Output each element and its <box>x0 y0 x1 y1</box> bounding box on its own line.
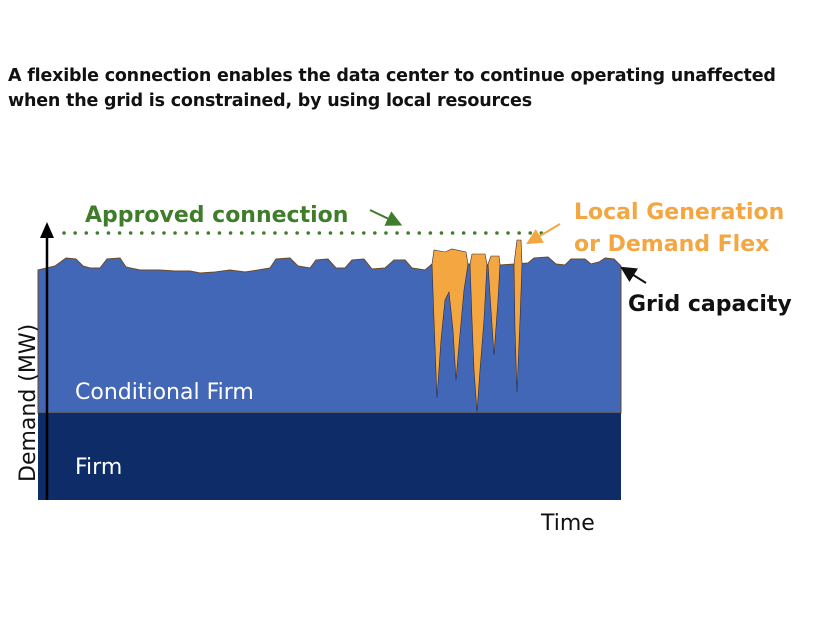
local-generation-spike <box>513 239 523 393</box>
local-generation-arrow-icon <box>526 223 561 245</box>
title-line-1: A flexible connection enables the data c… <box>8 66 776 86</box>
firm-area <box>38 413 621 500</box>
y-axis-label: Demand (MW) <box>16 324 41 482</box>
diagram-title: A flexible connection enables the data c… <box>8 64 776 114</box>
local-generation-spike <box>469 253 488 413</box>
local-generation-label-line-1: Local Generation <box>574 200 784 225</box>
local-generation-spike <box>431 248 469 399</box>
y-axis-arrow-icon <box>40 222 54 238</box>
conditional-firm-label: Conditional Firm <box>75 380 254 405</box>
grid-capacity-label: Grid capacity <box>628 292 792 317</box>
title-line-2: when the grid is constrained, by using l… <box>8 91 532 111</box>
approved-connection-label: Approved connection <box>85 203 348 228</box>
local-generation-spike <box>487 255 501 356</box>
local-generation-label-line-2: or Demand Flex <box>574 232 769 257</box>
x-axis-label: Time <box>540 511 595 536</box>
grid-capacity-arrow-icon <box>620 266 647 284</box>
local-generation-area <box>431 239 523 413</box>
approved-connection-arrow-icon <box>369 209 403 226</box>
firm-label: Firm <box>75 455 122 480</box>
